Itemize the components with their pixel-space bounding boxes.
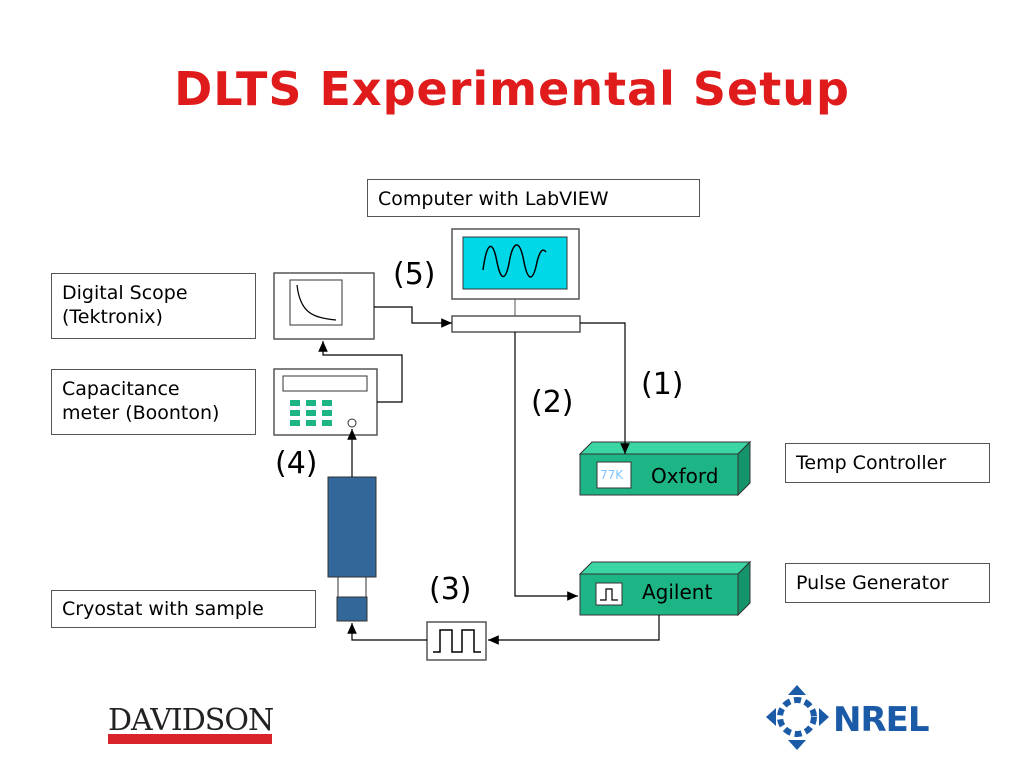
oxford-label: Oxford <box>651 464 719 488</box>
davidson-logo-bar <box>108 734 272 744</box>
oxford-display-text: 77K <box>600 468 624 482</box>
pulse-generator-label-text: Pulse Generator <box>796 572 949 594</box>
capacitance-label: Capacitance meter (Boonton) <box>51 369 256 435</box>
computer-base <box>451 315 581 333</box>
keypad-icon <box>290 400 332 426</box>
scope-label-line2: (Tektronix) <box>62 306 163 328</box>
capacitance-label-line2: meter (Boonton) <box>62 402 220 424</box>
digital-scope <box>273 272 375 340</box>
connector-icon <box>347 418 357 428</box>
cryostat-label-text: Cryostat with sample <box>62 598 264 620</box>
nrel-logo-icon <box>766 685 829 750</box>
sine-wave-icon <box>482 244 547 278</box>
pulse-icon <box>600 588 618 601</box>
pulse-generator-label: Pulse Generator <box>785 563 990 603</box>
agilent-label: Agilent <box>642 580 713 604</box>
capacitance-meter <box>273 368 378 436</box>
connection-4-label: (4) <box>275 446 318 481</box>
computer-label: Computer with LabVIEW <box>367 179 700 217</box>
computer-label-text: Computer with LabVIEW <box>378 188 609 210</box>
agilent-generator <box>578 560 752 617</box>
oxford-display <box>596 461 632 489</box>
scope-label-line1: Digital Scope <box>62 282 188 304</box>
connection-5-label: (5) <box>393 257 436 292</box>
connection-lines <box>318 306 660 645</box>
cryostat-label: Cryostat with sample <box>51 590 316 628</box>
page-title: DLTS Experimental Setup <box>174 62 850 116</box>
scope-label: Digital Scope (Tektronix) <box>51 273 256 339</box>
pulse-waveform <box>426 621 487 661</box>
connection-3-label: (3) <box>429 572 472 607</box>
decay-curve-icon <box>296 284 337 321</box>
connection-1-label: (1) <box>641 367 684 402</box>
computer-monitor <box>451 228 581 333</box>
connection-2-label: (2) <box>531 385 574 420</box>
temp-controller-label: Temp Controller <box>785 443 990 483</box>
cryostat <box>327 476 377 622</box>
nrel-logo: NREL <box>833 700 930 740</box>
temp-controller-label-text: Temp Controller <box>796 452 947 474</box>
square-wave-icon <box>433 629 481 653</box>
davidson-logo: DAVIDSON <box>108 703 274 738</box>
capacitance-label-line1: Capacitance <box>62 378 180 400</box>
